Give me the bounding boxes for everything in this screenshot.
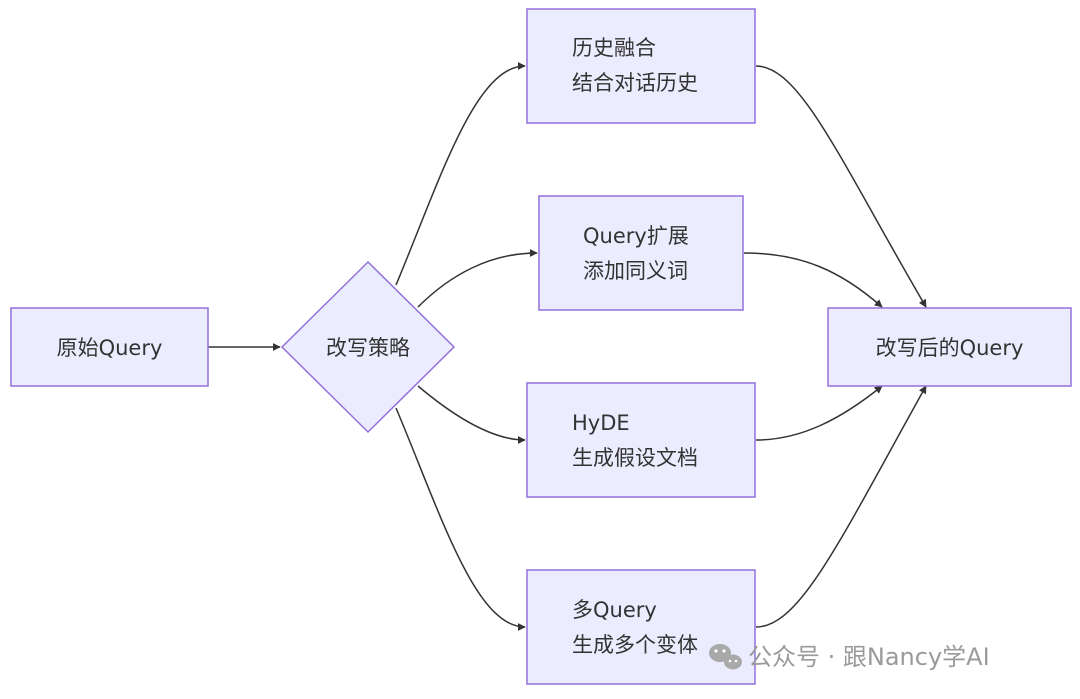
node-history-line1: 历史融合 (572, 36, 656, 60)
node-result-label: 改写后的Query (876, 336, 1024, 360)
edge-decision-to-multi (395, 407, 526, 631)
node-result: 改写后的Query (827, 307, 1072, 387)
node-multi-line2: 生成多个变体 (572, 633, 698, 657)
node-decision-label: 改写策略 (326, 336, 410, 360)
watermark-text: 公众号 · 跟Nancy学AI (748, 643, 990, 671)
node-history-line2: 结合对话历史 (572, 71, 698, 95)
node-expand-line1: Query扩展 (583, 224, 689, 248)
node-start: 原始Query (10, 307, 209, 387)
node-multi: 多Query 生成多个变体 (526, 569, 756, 685)
node-hyde: HyDE 生成假设文档 (526, 382, 756, 498)
node-decision: 改写策略 (280, 260, 456, 434)
edge-decision-to-expand (417, 249, 538, 308)
edge-decision-to-history (395, 62, 526, 286)
edge-hyde-to-result (755, 385, 883, 441)
node-history: 历史融合 结合对话历史 (526, 8, 756, 124)
node-multi-line1: 多Query (572, 598, 657, 622)
node-hyde-line2: 生成假设文档 (572, 446, 698, 470)
watermark: 公众号 · 跟Nancy学AI (709, 643, 990, 671)
node-expand-line2: 添加同义词 (583, 259, 688, 283)
edge-decision-to-hyde (417, 385, 526, 444)
wechat-icon (709, 644, 742, 670)
node-start-label: 原始Query (57, 336, 163, 360)
edge-history-to-result (755, 65, 927, 308)
edge-expand-to-result (743, 252, 883, 308)
edge-multi-to-result (755, 385, 927, 628)
node-hyde-line1: HyDE (572, 411, 630, 435)
node-expand: Query扩展 添加同义词 (538, 195, 744, 311)
